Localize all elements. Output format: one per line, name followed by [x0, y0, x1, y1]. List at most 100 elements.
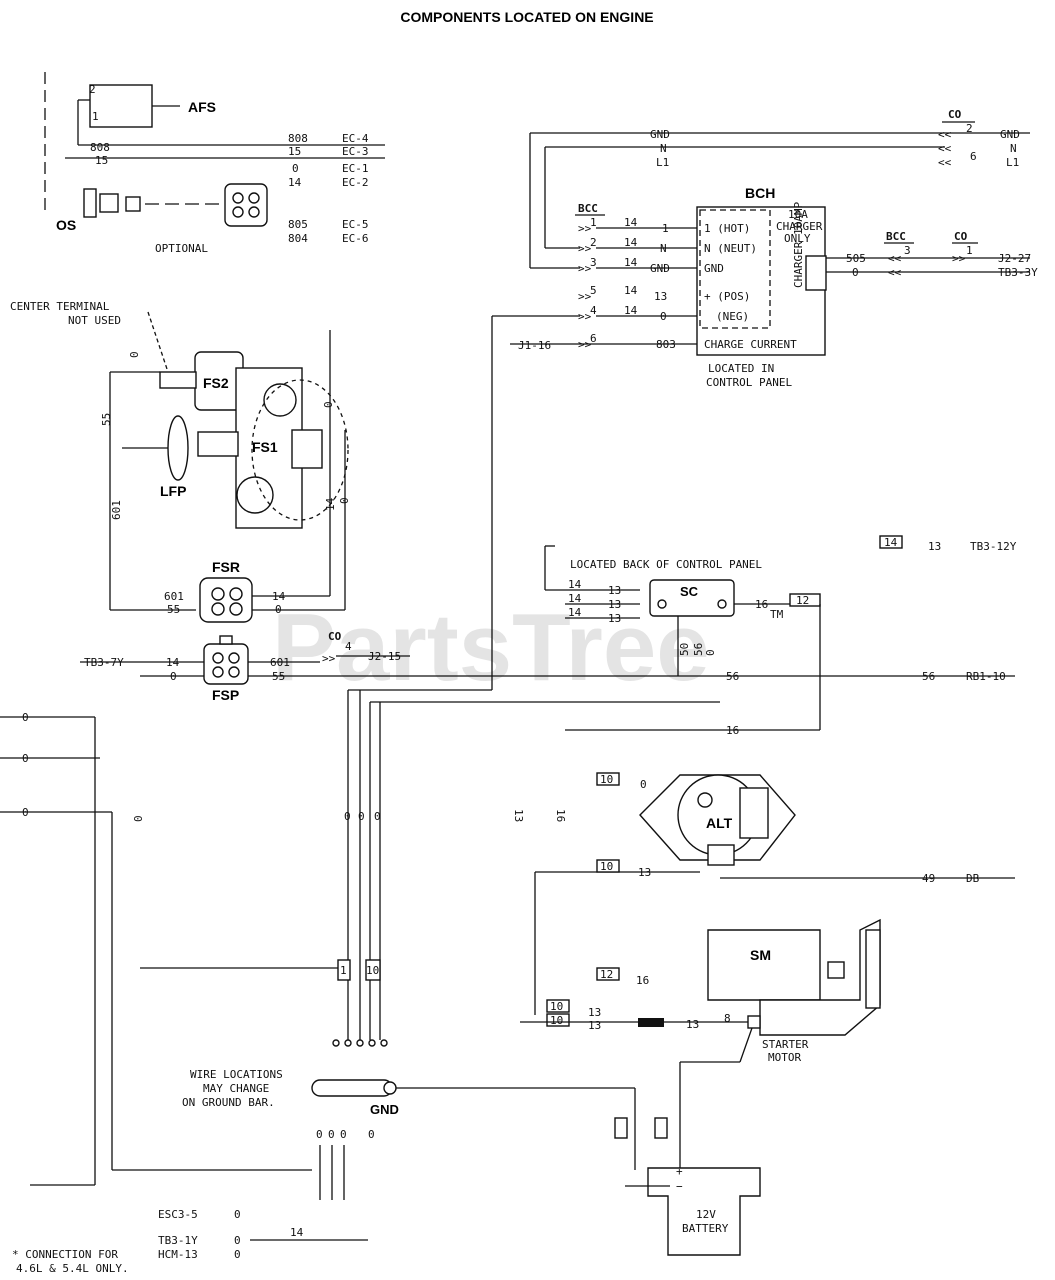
bch-term-1: 1 (HOT) — [704, 222, 750, 235]
alt-tag-10b-text: 10 — [600, 860, 613, 873]
page-title: COMPONENTS LOCATED ON ENGINE — [400, 9, 653, 25]
tag-14-right-text: 14 — [884, 536, 898, 549]
bcc-wire-gnd: GND — [650, 262, 670, 275]
harness-label-0a: 0 — [344, 810, 351, 823]
bcc-wire-14a: 14 — [624, 216, 638, 229]
sm-terminal — [747, 1015, 761, 1029]
bch-output-terminal — [805, 255, 827, 291]
bcc-wire-n: N — [660, 242, 667, 255]
hcm13-label: HCM-13 — [158, 1248, 198, 1261]
sc-label: SC — [680, 584, 699, 599]
co-top-chevrons-1: << — [938, 128, 952, 141]
os-sensor-segment — [125, 196, 141, 212]
fsp-wire-601: 601 — [270, 656, 290, 669]
battery-12v: 12V — [696, 1208, 716, 1221]
bch-term-6: CHARGE CURRENT — [704, 338, 797, 351]
tb312y-wire-13: 13 — [928, 540, 941, 553]
bcc-chevron-1: >> — [578, 222, 592, 235]
harness-tag-2-text: 10 — [366, 964, 379, 977]
wire-label-805: 805 — [288, 218, 308, 231]
ground-bar — [311, 1079, 393, 1097]
fsp-wire-55: 55 — [272, 670, 285, 683]
sm-tag-12 — [596, 967, 620, 981]
battery-label: BATTERY — [682, 1222, 729, 1235]
ground-bar-label-0c: 0 — [340, 1128, 347, 1141]
bcc-pin-3: 3 — [590, 256, 597, 269]
wire-label-804: 804 — [288, 232, 308, 245]
harness-bundle: 0 0 0 1 10 — [332, 315, 720, 1047]
hcm13-wire-0: 0 — [234, 1248, 241, 1261]
ec3-label: EC-3 — [342, 145, 369, 158]
fsp-label: FSP — [212, 687, 239, 703]
wire-label-0-fs1b: 0 — [338, 497, 351, 504]
fsr-pin — [229, 587, 243, 601]
fs2-label: FS2 — [203, 375, 229, 391]
co-label-right: CO — [954, 230, 968, 243]
sm-bracket — [865, 929, 881, 1009]
optional-label: OPTIONAL — [155, 242, 208, 255]
alt-label: ALT — [706, 815, 733, 831]
wire-locations-note-3: ON GROUND BAR. — [182, 1096, 275, 1109]
ground-bar-label-0d: 0 — [368, 1128, 375, 1141]
bch-label: BCH — [745, 185, 775, 201]
sc-terminal-left — [657, 599, 667, 609]
os-connector-pin — [248, 206, 260, 218]
bcc-label: BCC — [578, 202, 598, 215]
ec6-label: EC-6 — [342, 232, 369, 245]
harness-tag-2 — [365, 959, 381, 981]
harness-dot — [344, 1039, 352, 1047]
charger-10a-2: CHARGER — [776, 220, 823, 233]
bcc-label-right: BCC — [886, 230, 906, 243]
ground-wire-3-label: 0 — [22, 806, 29, 819]
sc-wire-50: 50 — [678, 643, 691, 656]
sm-tag-10b-text: 10 — [550, 1014, 563, 1027]
wire-label-14-bottom: 14 — [290, 1226, 304, 1239]
j116-label: J1-16 — [518, 339, 551, 352]
bch-term-2: N (NEUT) — [704, 242, 757, 255]
starter-motor-2: MOTOR — [768, 1051, 801, 1064]
located-cp-1: LOCATED IN — [708, 362, 774, 375]
esc35-label: ESC3-5 — [158, 1208, 198, 1221]
located-back-cp: LOCATED BACK OF CONTROL PANEL — [570, 558, 762, 571]
wire-locations-note-1: WIRE LOCATIONS — [190, 1068, 283, 1081]
fs1-label: FS1 — [252, 439, 278, 455]
sc-tag-12-text: 12 — [796, 594, 809, 607]
fsr-label: FSR — [212, 559, 240, 575]
bcc-wire-14c: 14 — [624, 256, 638, 269]
watermark-tm: TM — [770, 608, 784, 621]
alt-connector — [707, 844, 735, 866]
wire-label-15-left: 15 — [95, 154, 108, 167]
co-label-top: CO — [948, 108, 962, 121]
sm-solenoid-icon — [827, 961, 845, 979]
ground-bar-label-0b: 0 — [328, 1128, 335, 1141]
alternator-group: 10 0 13 16 ALT 10 13 49 DB — [512, 772, 1015, 1015]
co-label-fsp: CO — [328, 630, 342, 643]
charger-10amp: CHARGER 10AMP — [792, 202, 805, 288]
bcc-right-chevron-1: << — [888, 252, 902, 265]
battery-body — [647, 1167, 761, 1256]
bch-charger: BCH 1 (HOT) N (NEUT) GND + (POS) (NEG) C… — [696, 185, 827, 389]
tb33y-label: TB3-3Y — [998, 266, 1038, 279]
esc35-wire-0: 0 — [234, 1208, 241, 1221]
sc-group: LOCATED BACK OF CONTROL PANEL 14 14 14 1… — [544, 535, 1017, 737]
sm-label-8: 8 — [724, 1012, 731, 1025]
sc-label-13b: 13 — [608, 598, 621, 611]
fuel-solenoid-assembly: FS2 FS1 LFP — [122, 351, 349, 529]
ground-bar-label-0a: 0 — [316, 1128, 323, 1141]
sc-label-13c: 13 — [608, 612, 621, 625]
bcc-right-pin-3: 3 — [904, 244, 911, 257]
os-connector-pin — [248, 192, 260, 204]
sm-label-13c: 13 — [686, 1018, 699, 1031]
afs-connector — [89, 84, 153, 128]
bch-term-4: + (POS) — [704, 290, 750, 303]
bch-output-wires: 505 0 BCC << << 3 CO >> 1 J2-27 TB3-3Y — [826, 230, 1038, 279]
wire-label-0-fs2: 0 — [128, 351, 141, 358]
watermark: PartsTree — [272, 594, 710, 701]
bcc-wire-13: 13 — [654, 290, 667, 303]
harness-dot — [332, 1039, 340, 1047]
wire-label-0-ec1: 0 — [292, 162, 299, 175]
os-connector-pin — [232, 206, 244, 218]
gnd-top-label: GND — [650, 128, 670, 141]
alt-tag-10-text: 10 — [600, 773, 613, 786]
